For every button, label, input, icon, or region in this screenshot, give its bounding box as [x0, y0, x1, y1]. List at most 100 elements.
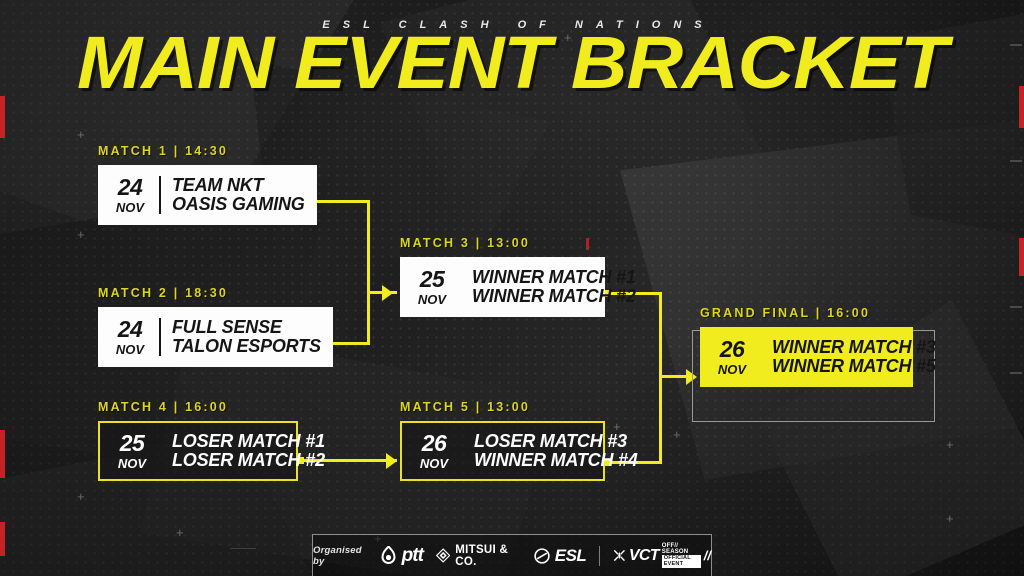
match-day: 24	[117, 174, 143, 200]
match-day: 26	[421, 430, 447, 456]
match-label: MATCH 2 | 18:30	[98, 286, 229, 300]
connector-arrow-icon	[686, 369, 697, 385]
match-body[interactable]: 26 NOV WINNER MATCH #3 WINNER MATCH #5	[700, 327, 936, 387]
match-teams: FULL SENSE TALON ESPORTS	[172, 316, 321, 357]
vct-tagline: OFF// SEASON OFFICIAL EVENT	[661, 543, 701, 568]
connector-line	[606, 292, 662, 295]
plus-marker-icon: +	[946, 511, 954, 526]
match-day: 25	[419, 266, 445, 292]
mitsui-diamond-icon	[435, 548, 451, 563]
match-day: 25	[119, 430, 145, 456]
vct-line-3: OFFICIAL EVENT	[661, 555, 701, 568]
plus-marker-icon: +	[77, 489, 85, 504]
team-bottom: WINNER MATCH #4	[474, 450, 638, 470]
match-month: NOV	[117, 456, 147, 471]
ptt-flame-icon	[381, 546, 396, 564]
sponsor-name: ptt	[401, 544, 424, 566]
vct-line-1: OFF//	[661, 543, 679, 549]
plus-marker-icon: +	[946, 437, 954, 452]
team-top: FULL SENSE	[172, 316, 282, 337]
vct-line-2: SEASON	[661, 549, 689, 555]
vct-trail: //	[703, 548, 711, 563]
sponsor-bar: Organised by ptt MITSUI & CO. ESL	[312, 534, 712, 576]
team-top: WINNER MATCH #1	[472, 266, 636, 287]
match-date: 26 NOV	[416, 430, 452, 471]
plus-marker-icon: +	[176, 525, 184, 540]
match-teams: WINNER MATCH #1 WINNER MATCH #2	[472, 266, 636, 307]
match-card-match-2[interactable]: MATCH 2 | 18:30 24 NOV FULL SENSE TALON …	[98, 286, 333, 367]
sponsor-ptt: ptt	[380, 544, 424, 567]
page-title: MAIN EVENT BRACKET	[77, 21, 948, 104]
esl-circle-icon	[534, 547, 550, 564]
edge-dash	[1010, 160, 1022, 162]
match-body[interactable]: 25 NOV LOSER MATCH #1 LOSER MATCH #2	[98, 421, 325, 481]
vct-burst-icon	[613, 549, 626, 562]
edge-dash	[1010, 372, 1022, 374]
connector-arrow-icon	[382, 285, 393, 301]
sponsor-esl: ESL	[534, 546, 587, 566]
sponsor-mitsui: MITSUI & CO.	[435, 543, 521, 568]
match-teams: LOSER MATCH #1 LOSER MATCH #2	[172, 431, 325, 471]
match-date: 24 NOV	[112, 316, 148, 357]
match-month: NOV	[717, 362, 747, 377]
match-label: MATCH 3 | 13:00	[400, 236, 531, 250]
sponsor-name: MITSUI & CO.	[455, 543, 509, 568]
organised-by-label: Organised by	[313, 544, 362, 567]
edge-accent-tick	[0, 522, 5, 556]
match-body[interactable]: 24 NOV FULL SENSE TALON ESPORTS	[98, 307, 333, 367]
card-divider	[159, 318, 161, 356]
plus-marker-icon: +	[77, 227, 85, 242]
match-month: NOV	[417, 292, 447, 307]
connector-line	[300, 342, 370, 345]
match-label: GRAND FINAL | 16:00	[700, 306, 871, 320]
plus-marker-icon: +	[613, 419, 621, 434]
card-divider	[159, 176, 161, 214]
match-teams: WINNER MATCH #3 WINNER MATCH #5	[772, 336, 936, 377]
team-bottom: LOSER MATCH #2	[172, 450, 325, 470]
connector-line	[300, 200, 370, 203]
match-teams: TEAM NKT OASIS GAMING	[172, 174, 305, 215]
connector-line	[606, 461, 662, 464]
match-body[interactable]: 25 NOV WINNER MATCH #1 WINNER MATCH #2	[400, 257, 636, 317]
match-date: 25 NOV	[114, 430, 150, 471]
team-bottom: TALON ESPORTS	[172, 336, 321, 356]
match-day: 24	[117, 316, 143, 342]
edge-dash	[230, 548, 256, 549]
plus-marker-icon: +	[673, 427, 681, 442]
connector-line	[300, 459, 397, 462]
sponsor-vct: VCT OFF// SEASON OFFICIAL EVENT //	[613, 543, 711, 568]
edge-accent-tick	[1019, 86, 1024, 128]
match-card-match-5[interactable]: MATCH 5 | 13:00 26 NOV LOSER MATCH #3 WI…	[400, 400, 638, 481]
connector-line	[367, 200, 370, 345]
match-card-match-3[interactable]: MATCH 3 | 13:00 25 NOV WINNER MATCH #1 W…	[400, 236, 636, 317]
edge-accent-tick	[0, 430, 5, 478]
match-label: MATCH 1 | 14:30	[98, 144, 229, 158]
edge-accent-tick	[1019, 238, 1024, 276]
plus-marker-icon: +	[564, 30, 572, 45]
match-month: NOV	[419, 456, 449, 471]
match-date: 25 NOV	[414, 266, 450, 307]
match-date: 26 NOV	[714, 336, 750, 377]
connector-line	[659, 375, 689, 378]
match-card-match-1[interactable]: MATCH 1 | 14:30 24 NOV TEAM NKT OASIS GA…	[98, 144, 317, 225]
connector-arrow-icon	[386, 453, 397, 469]
sponsor-divider	[599, 545, 601, 566]
plus-marker-icon: +	[77, 127, 85, 142]
edge-dash	[1010, 306, 1022, 308]
match-day: 26	[719, 336, 745, 362]
match-body[interactable]: 26 NOV LOSER MATCH #3 WINNER MATCH #4	[400, 421, 638, 481]
event-kicker: ESL CLASH OF NATIONS	[322, 19, 715, 31]
match-label: MATCH 5 | 13:00	[400, 400, 531, 414]
match-card-grand-final[interactable]: GRAND FINAL | 16:00 26 NOV WINNER MATCH …	[700, 306, 936, 387]
vct-wordmark: VCT	[628, 546, 660, 564]
team-bottom: OASIS GAMING	[172, 194, 305, 214]
match-card-match-4[interactable]: MATCH 4 | 16:00 25 NOV LOSER MATCH #1 LO…	[98, 400, 325, 481]
match-label: MATCH 4 | 16:00	[98, 400, 229, 414]
match-body[interactable]: 24 NOV TEAM NKT OASIS GAMING	[98, 165, 317, 225]
team-top: TEAM NKT	[172, 174, 264, 195]
connector-line	[659, 292, 662, 464]
team-top: WINNER MATCH #3	[772, 336, 936, 357]
match-month: NOV	[115, 200, 145, 215]
match-month: NOV	[115, 342, 145, 357]
